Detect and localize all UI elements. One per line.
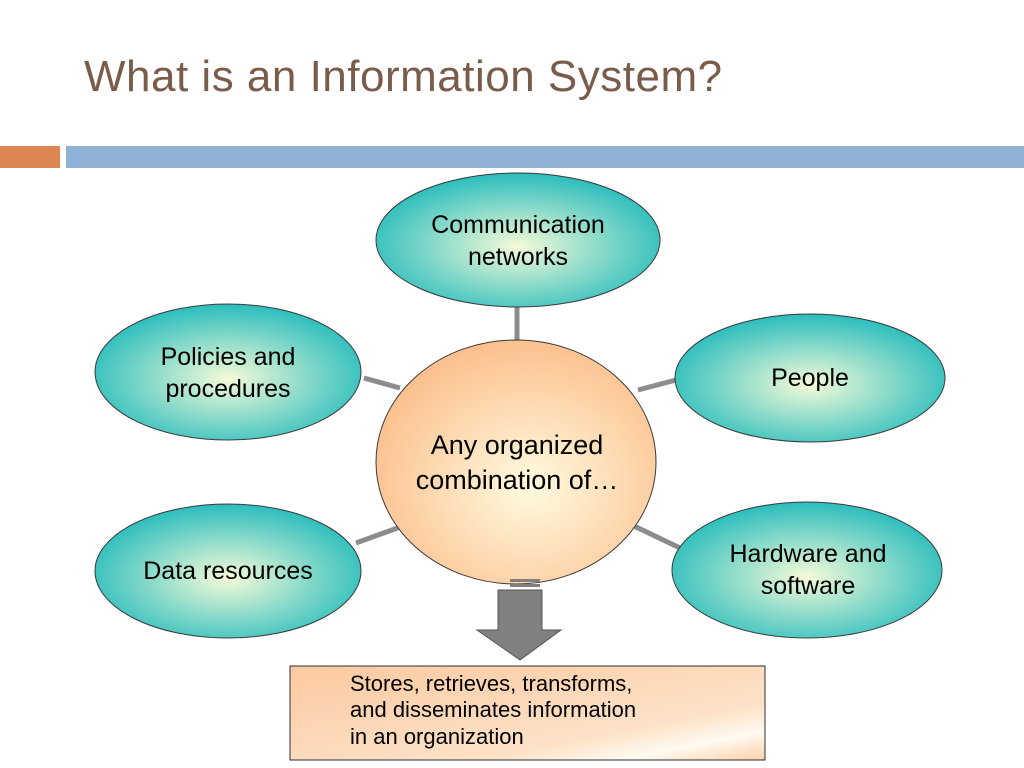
connector-hardware (630, 522, 682, 551)
component-communication-ellipse (375, 172, 661, 308)
accent-bar-blue (66, 146, 1024, 168)
connector-data (355, 523, 404, 546)
outcome-box (289, 665, 766, 761)
outcome-label: Stores, retrieves, transforms, and disse… (350, 671, 637, 749)
down-arrow-icon (475, 579, 563, 661)
component-people-ellipse (674, 313, 946, 443)
connector-policies (363, 375, 401, 391)
center-circle (375, 339, 657, 585)
connector-people (637, 377, 677, 393)
component-hardware-ellipse (671, 501, 943, 639)
accent-bar-orange (0, 146, 60, 168)
slide-title: What is an Information System? (84, 52, 723, 101)
component-data-ellipse (94, 503, 362, 639)
component-policies-ellipse (94, 303, 362, 441)
